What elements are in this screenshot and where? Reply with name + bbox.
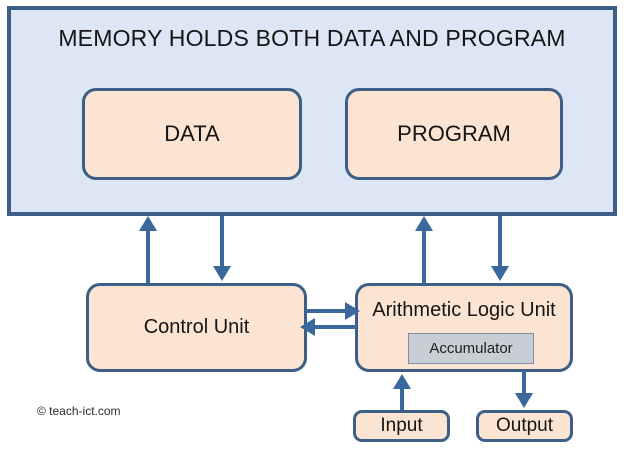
memory-block-program-label: PROGRAM	[397, 121, 511, 146]
arrow-up-icon	[139, 216, 157, 231]
arrow-down-icon	[491, 266, 509, 281]
arrow-up-icon	[415, 216, 433, 231]
alu-block[interactable]: Arithmetic Logic Unit Accumulator	[355, 283, 573, 372]
connector-line	[305, 309, 349, 313]
input-block[interactable]: Input	[353, 410, 450, 442]
connector-line	[422, 228, 426, 284]
output-label: Output	[495, 415, 554, 436]
arrow-left-icon	[300, 318, 315, 336]
connector-line	[400, 388, 404, 412]
connector-line	[498, 216, 502, 268]
accumulator-register[interactable]: Accumulator	[408, 333, 534, 364]
memory-block-data-label: DATA	[164, 121, 220, 146]
output-block[interactable]: Output	[476, 410, 573, 442]
arrow-down-icon	[213, 266, 231, 281]
copyright-credit: © teach-ict.com	[37, 404, 121, 418]
connector-line	[220, 216, 224, 268]
arrow-right-icon	[345, 302, 360, 320]
connector-line	[146, 228, 150, 284]
accumulator-label: Accumulator	[429, 340, 513, 357]
connector-line	[313, 325, 357, 329]
control-unit-label: Control Unit	[143, 316, 250, 338]
memory-block-data[interactable]: DATA	[82, 88, 302, 180]
arrow-up-icon	[393, 374, 411, 389]
input-label: Input	[380, 415, 423, 436]
control-unit-block[interactable]: Control Unit	[86, 283, 307, 372]
arrow-down-icon	[515, 393, 533, 408]
memory-block-program[interactable]: PROGRAM	[345, 88, 563, 180]
memory-heading: MEMORY HOLDS BOTH DATA AND PROGRAM	[58, 25, 566, 51]
connector-line	[522, 371, 526, 395]
alu-label: Arithmetic Logic Unit	[372, 299, 556, 321]
